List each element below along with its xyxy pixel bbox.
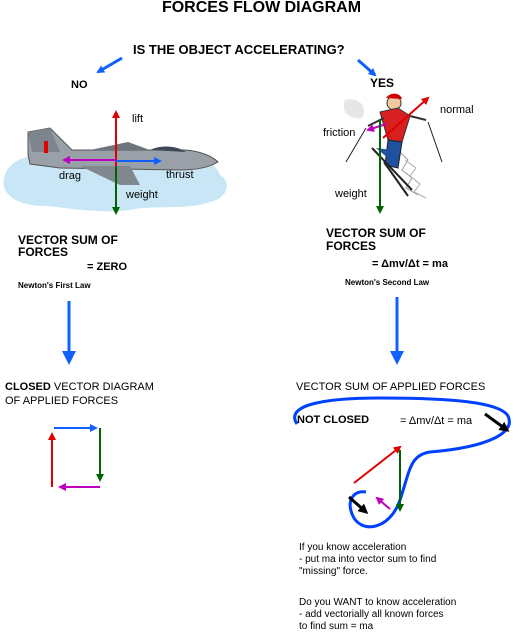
open-diagram-title: VECTOR SUM OF APPLIED FORCES	[296, 381, 486, 393]
skier-illustration	[343, 93, 443, 199]
left-sum-heading-line2: FORCES	[18, 245, 69, 259]
closed-word: CLOSED	[5, 381, 51, 393]
closed-title-rest: VECTOR DIAGRAM	[50, 381, 154, 393]
note2-line: to find sum = ma	[299, 621, 374, 632]
arrow-to-yes	[357, 58, 377, 77]
hand-drawn-loop	[293, 396, 511, 529]
friction-label: friction	[323, 127, 356, 139]
closed-diagram-title-line2: OF APPLIED FORCES	[5, 395, 119, 407]
weight-label-right: weight	[335, 188, 367, 200]
left-sum-value: = ZERO	[87, 261, 128, 273]
note-known-acceleration: If you know acceleration - put ma into v…	[299, 542, 436, 578]
normal-label: normal	[440, 104, 474, 116]
right-sum-value: = Δmv/Δt = ma	[372, 258, 448, 270]
first-law-label: Newton's First Law	[18, 281, 91, 290]
not-closed-label: NOT CLOSED	[297, 414, 370, 426]
weight-label-left: weight	[126, 189, 158, 201]
closed-vector-diagram	[48, 424, 104, 491]
question-text: IS THE OBJECT ACCELERATING?	[133, 42, 345, 57]
arrow-to-no	[96, 56, 123, 74]
note1-line: "missing" force.	[299, 566, 368, 577]
lift-label: lift	[132, 113, 143, 125]
open-vector-diagram	[293, 396, 511, 529]
not-closed-equation: = Δmv/Δt = ma	[400, 415, 473, 427]
answer-yes: YES	[370, 76, 395, 90]
note1-line: - put ma into vector sum to find	[299, 554, 437, 565]
page-title: FORCES FLOW DIAGRAM	[161, 0, 362, 16]
second-law-label: Newton's Second Law	[345, 278, 430, 287]
answer-no: NO	[71, 79, 88, 91]
thrust-label: thrust	[166, 169, 194, 181]
note2-line: - add vectorially all known forces	[299, 609, 444, 620]
drag-label: drag	[59, 170, 82, 182]
friction-arrow	[366, 123, 387, 132]
closed-diagram-title: CLOSED VECTOR DIAGRAM	[5, 382, 154, 393]
note-find-acceleration: Do you WANT to know acceleration - add v…	[299, 597, 456, 633]
right-sum-heading-line2: FORCES	[326, 239, 377, 253]
right-sum-heading-line1: VECTOR SUM OF	[326, 226, 426, 240]
note2-line: Do you WANT to know acceleration	[299, 597, 457, 608]
normal-arrow	[382, 96, 430, 139]
note1-line: If you know acceleration	[299, 542, 407, 553]
left-sum-heading-line1: VECTOR SUM OF	[18, 233, 118, 247]
